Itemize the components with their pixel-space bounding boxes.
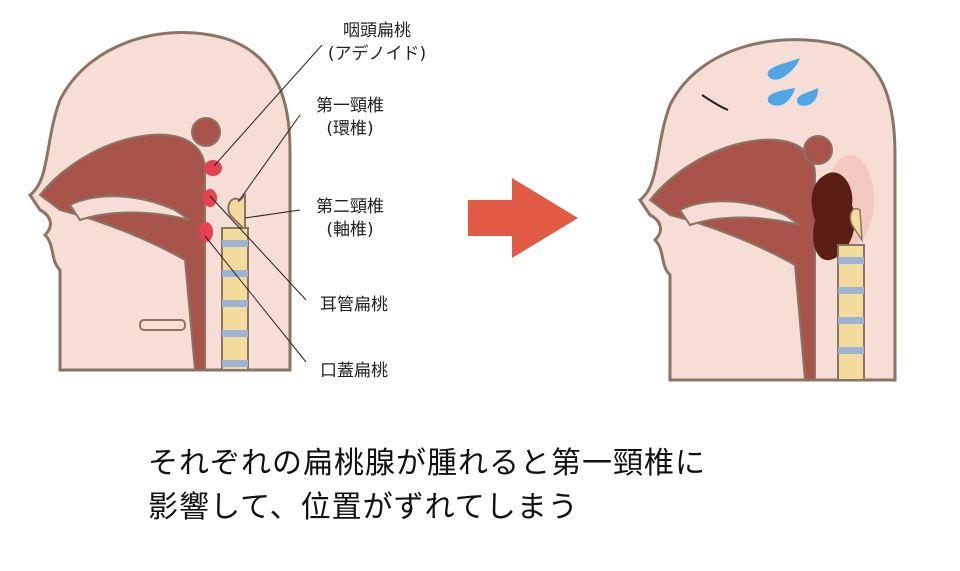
label-axis-name: 第二頸椎 bbox=[316, 197, 384, 217]
caption-line-2: 影響して、位置がずれてしまう bbox=[148, 490, 579, 525]
label-atlas: 第一頸椎 (環椎) bbox=[300, 95, 400, 141]
label-axis-sub: (軸椎) bbox=[326, 220, 374, 240]
sweat-drops-icon bbox=[767, 58, 818, 106]
palatine-tonsil bbox=[199, 222, 213, 242]
swollen-head-diagram bbox=[637, 38, 897, 382]
label-adenoid: 咽頭扁桃 (アデノイド) bbox=[312, 20, 442, 66]
label-atlas-name: 第一頸椎 bbox=[316, 96, 384, 116]
label-tubal-tonsil: 耳管扁桃 bbox=[320, 295, 388, 315]
label-adenoid-name: 咽頭扁桃 bbox=[343, 21, 411, 41]
label-atlas-sub: (環椎) bbox=[326, 119, 374, 139]
label-palatine-tonsil: 口蓋扁桃 bbox=[320, 361, 388, 381]
swollen-tonsils bbox=[811, 172, 855, 261]
cervical-spine bbox=[221, 227, 249, 371]
normal-head-diagram bbox=[27, 31, 323, 372]
cervical-spine-shifted bbox=[837, 244, 865, 381]
caption-line-1: それぞれの扁桃腺が腫れると第一頸椎に bbox=[148, 446, 706, 481]
frown-mark-icon bbox=[701, 94, 729, 111]
leader-lines bbox=[204, 44, 323, 363]
label-axis: 第二頸椎 (軸椎) bbox=[300, 196, 400, 242]
adenoid-tonsil bbox=[204, 160, 222, 176]
arrow-right-icon bbox=[468, 178, 578, 258]
tubal-tonsil bbox=[203, 189, 217, 207]
label-adenoid-sub: (アデノイド) bbox=[327, 44, 427, 64]
